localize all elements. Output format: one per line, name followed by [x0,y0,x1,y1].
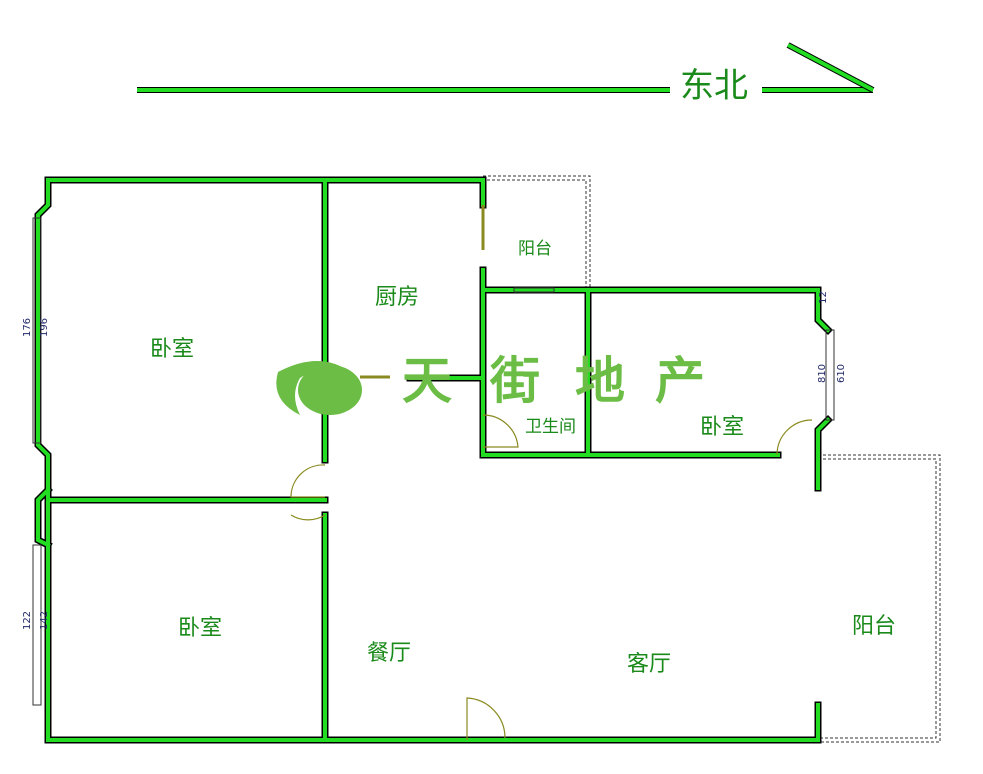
room-label-living: 客厅 [627,652,672,677]
dimension-left-bottom-inner: 122 [22,610,34,631]
wall-segment [816,417,831,490]
dimension-left-bottom-outer: 142 [39,610,51,631]
dimension-small-offset: 12 [817,291,829,304]
watermark-char: 街 [490,352,540,410]
room-label-bedroom-right: 卧室 [700,415,745,440]
doors [290,205,813,740]
dimension-left-top-inner: 176 [22,317,34,338]
room-label-bathroom: 卫生间 [525,417,576,437]
room-label-balcony-top: 阳台 [518,239,552,259]
orientation-label: 东北 [680,66,748,106]
wall-segment [816,288,831,333]
dimension-right-inner: 810 [817,363,829,384]
room-label-bedroom-top-left: 卧室 [150,337,195,362]
watermark-logo [276,361,362,415]
watermark-char: 产 [655,352,705,410]
windows [32,217,835,706]
wall-segment [36,178,50,742]
walls [34,176,833,744]
dimension-right-outer: 610 [836,363,848,384]
balcony-outlines [483,175,941,743]
room-label-balcony-right: 阳台 [852,614,897,639]
room-label-kitchen: 厨房 [375,285,420,310]
watermark-char: 天 [402,352,452,410]
room-label-dining: 餐厅 [367,641,412,666]
north-east-arrow [137,42,875,93]
room-label-bedroom-bottom-left: 卧室 [178,616,223,641]
wall-segment [36,487,51,548]
watermark-char: 地 [575,352,625,410]
dimension-left-top-outer: 196 [39,317,51,338]
